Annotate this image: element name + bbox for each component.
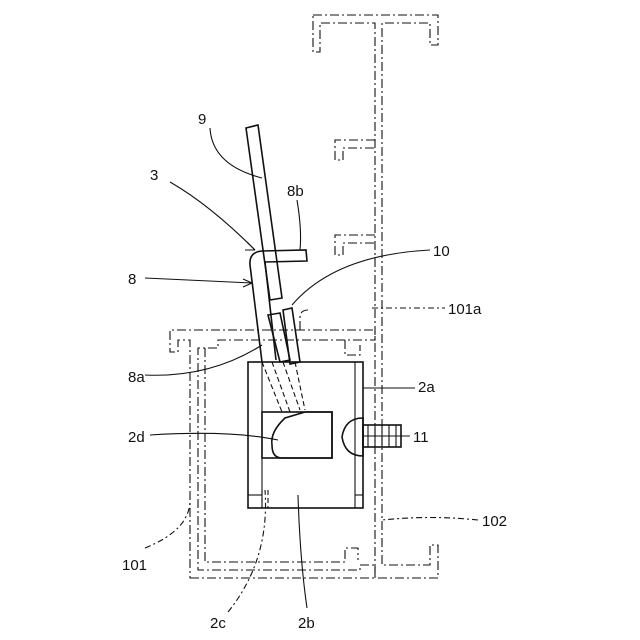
- label-8a: 8a: [128, 369, 145, 386]
- label-3: 3: [150, 167, 158, 184]
- label-8: 8: [128, 271, 136, 288]
- bolt-11: [342, 418, 401, 456]
- label-11: 11: [413, 429, 429, 446]
- label-8b: 8b: [287, 183, 304, 200]
- cam-2d: [262, 412, 332, 508]
- label-10: 10: [433, 243, 450, 260]
- label-2a: 2a: [418, 379, 435, 396]
- label-2b: 2b: [298, 615, 315, 632]
- label-101: 101: [122, 557, 147, 574]
- label-102: 102: [482, 513, 507, 530]
- label-101a: 101a: [448, 301, 482, 318]
- tongue-hidden-lines: [262, 362, 305, 412]
- rail-102: [313, 15, 438, 578]
- leader-lines: [145, 128, 478, 612]
- holder-block: [248, 362, 363, 508]
- label-2d: 2d: [128, 429, 145, 446]
- label-9: 9: [198, 111, 206, 128]
- reference-labels: 9 3 8b 10 8 101a 8a 2a 2d 11 102 101 2c …: [122, 111, 507, 632]
- label-2c: 2c: [210, 615, 226, 632]
